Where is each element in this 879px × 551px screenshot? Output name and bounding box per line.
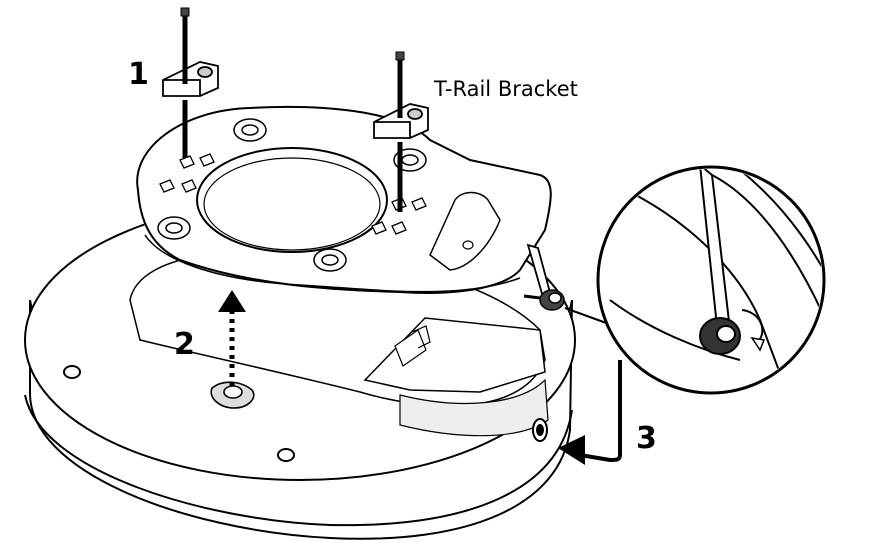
t-rail-bracket-label: T-Rail Bracket [434, 77, 578, 101]
screw-left-icon [180, 7, 190, 158]
step3-arrow [558, 360, 622, 465]
thumb-nut-icon [210, 381, 255, 409]
step2-arrow [218, 290, 246, 386]
access-point-body [24, 199, 576, 540]
t-rail-bracket-right [373, 103, 429, 139]
detail-magnifier [564, 165, 826, 395]
thumb-screw-icon [523, 289, 565, 311]
step-1-label: 1 [128, 57, 149, 92]
screw-right-icon [395, 51, 405, 212]
step-3-label: 3 [636, 421, 657, 456]
mounting-plate [136, 105, 552, 294]
t-rail-bracket-left [162, 61, 219, 97]
step-2-label: 2 [174, 327, 195, 362]
